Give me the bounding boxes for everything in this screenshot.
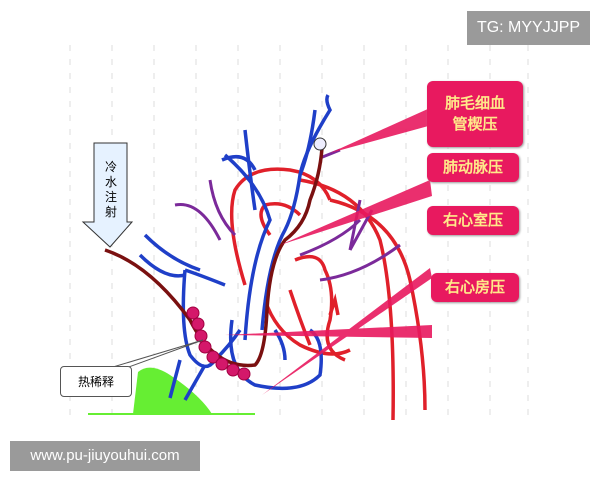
injection-arrow — [81, 142, 134, 248]
label-pcwp-line1: 肺毛细血 — [444, 94, 505, 112]
label-pa-pressure: 肺动脉压 — [427, 153, 519, 182]
catheter-balloon — [313, 137, 327, 151]
arrow-label: 冷水注射 — [104, 160, 117, 219]
watermark-bottom: www.pu-jiuyouhui.com — [10, 441, 200, 471]
catheter — [104, 147, 324, 368]
thermistor-beads — [186, 306, 251, 381]
label-pcwp-line2: 管楔压 — [452, 115, 498, 133]
label-pointers — [225, 108, 432, 395]
label-ra-pressure: 右心房压 — [431, 273, 519, 302]
label-pcwp: 肺毛细血 管楔压 — [427, 81, 523, 147]
label-rv-pressure: 右心室压 — [427, 206, 519, 235]
watermark-top: TG: MYYJJPP — [467, 11, 590, 45]
thermodilution-curve — [88, 478, 90, 479]
thermodilution-label: 热稀释 — [60, 366, 132, 397]
